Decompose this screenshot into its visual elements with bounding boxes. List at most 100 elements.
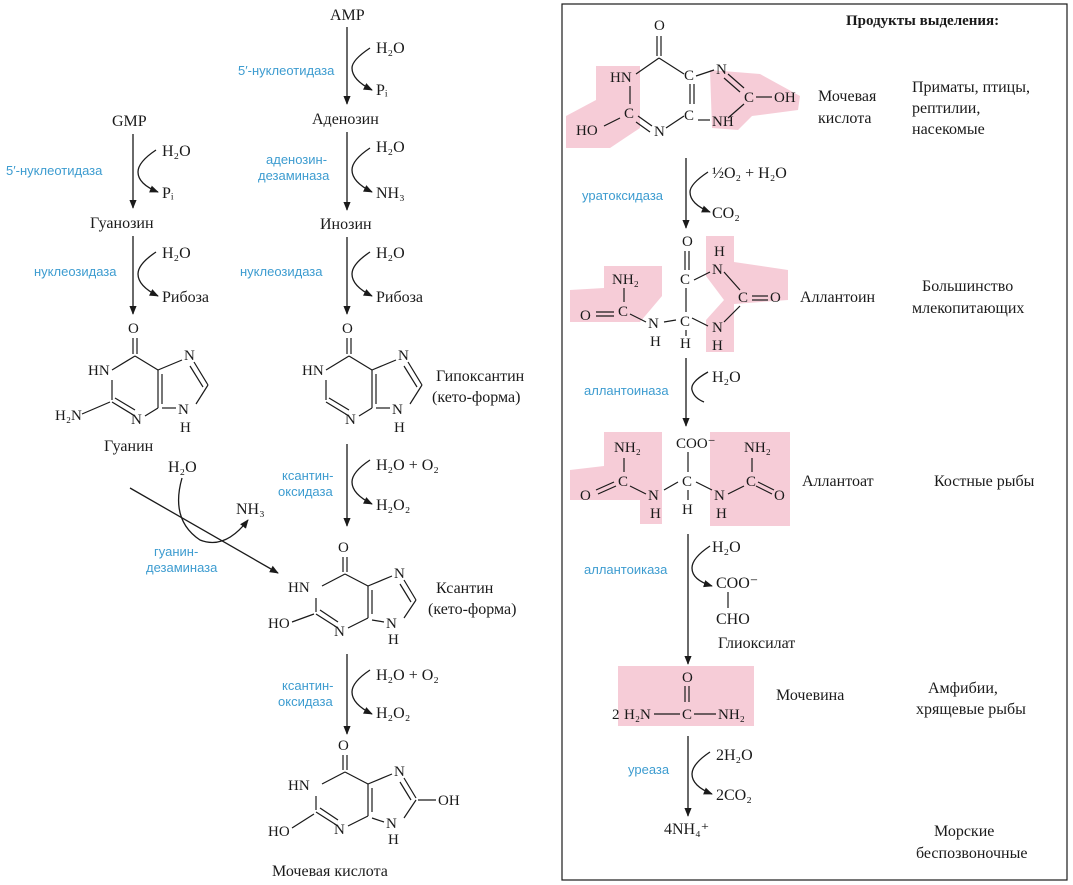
h2o-3: H₂O — [376, 245, 405, 262]
svg-text:N: N — [398, 348, 409, 364]
svg-text:O: O — [682, 234, 693, 250]
h2o2-2: H₂O₂ — [376, 705, 410, 722]
svg-text:H: H — [394, 420, 405, 436]
svg-text:C: C — [618, 474, 628, 490]
organisms-2b: млекопитающих — [912, 300, 1024, 317]
enzyme-nucleosidase-b: нуклеозидаза — [34, 264, 117, 279]
uric-acid-label-2: кислота — [818, 110, 872, 127]
pi-1: Pᵢ — [376, 82, 388, 99]
allantoate-structure: COO⁻ C H N H C NH₂ O N H C NH₂ O — [580, 436, 785, 522]
svg-text:OH: OH — [774, 90, 796, 106]
side-arrow-11 — [691, 545, 713, 588]
highlight-allantoate-2 — [710, 432, 790, 526]
guanosine-label: Гуанозин — [90, 215, 154, 232]
svg-text:N: N — [654, 124, 665, 140]
organisms-1b: рептилии, — [912, 100, 980, 117]
svg-text:HN: HN — [288, 580, 310, 596]
side-arrow-6 — [351, 459, 373, 505]
cho-glyoxylate: CHO — [716, 611, 750, 628]
svg-text:N: N — [131, 412, 142, 428]
h2o-o2-2: H₂O + O₂ — [376, 667, 439, 684]
pi-2: Pᵢ — [162, 185, 174, 202]
svg-text:N: N — [334, 624, 345, 640]
enzyme-guanine-deaminase-2: дезаминаза — [146, 560, 218, 575]
enzyme-xanthine-oxidase-1a: ксантин- — [282, 468, 333, 483]
svg-text:NH: NH — [712, 114, 734, 130]
svg-text:N: N — [712, 320, 723, 336]
svg-text:C: C — [738, 290, 748, 306]
organisms-1c: насекомые — [912, 121, 985, 138]
svg-text:N: N — [716, 62, 727, 78]
uric-acid-label-left: Мочевая кислота — [272, 863, 388, 880]
enzyme-adenosine-deaminase-2: дезаминаза — [258, 168, 330, 183]
half-o2-h2o: ½O₂ + H₂O — [712, 165, 787, 182]
h2o-o2-1: H₂O + O₂ — [376, 457, 439, 474]
allantoin-label: Аллантоин — [800, 289, 876, 306]
enzyme-nucleosidase-a: нуклеозидаза — [240, 264, 323, 279]
svg-text:H: H — [682, 502, 693, 518]
organisms-4b: хрящевые рыбы — [916, 701, 1026, 718]
panel-header: Продукты выделения: — [846, 13, 999, 29]
svg-text:OH: OH — [438, 793, 460, 809]
svg-text:HO: HO — [268, 824, 290, 840]
svg-text:C: C — [682, 707, 692, 723]
svg-text:N: N — [394, 764, 405, 780]
svg-text:HN: HN — [288, 778, 310, 794]
h2o-1: H₂O — [376, 40, 405, 57]
svg-text:H: H — [388, 832, 399, 848]
adenosine-label: Аденозин — [312, 111, 379, 128]
svg-text:O: O — [770, 290, 781, 306]
svg-text:N: N — [648, 316, 659, 332]
highlight-urea — [618, 666, 754, 726]
svg-text:NH₂: NH₂ — [718, 707, 745, 723]
svg-text:N: N — [184, 348, 195, 364]
svg-text:C: C — [682, 474, 692, 490]
nh3-2: NH₃ — [236, 501, 265, 518]
highlight-allantoin-2 — [706, 236, 788, 352]
svg-text:H: H — [388, 632, 399, 648]
svg-text:N: N — [712, 262, 723, 278]
svg-text:C: C — [624, 106, 634, 122]
hypoxanthine-label-2: (кето-форма) — [432, 389, 520, 406]
organisms-5b: беспозвоночные — [916, 845, 1027, 862]
svg-text:C: C — [744, 90, 754, 106]
svg-text:O: O — [682, 670, 693, 686]
highlight-allantoate-1 — [570, 432, 662, 524]
h2o-4: H₂O — [162, 143, 191, 160]
uric-acid-structure-right: O HN C HO N C C N C OH NH — [576, 18, 796, 140]
svg-text:O: O — [654, 18, 665, 34]
svg-text:NH₂: NH₂ — [614, 440, 641, 456]
svg-text:H: H — [712, 338, 723, 354]
enzyme-adenosine-deaminase-1: аденозин- — [266, 152, 327, 167]
svg-text:N: N — [648, 488, 659, 504]
svg-text:N: N — [178, 402, 189, 418]
nh3-1: NH₃ — [376, 185, 405, 202]
svg-text:H₂N: H₂N — [624, 707, 651, 723]
organisms-2a: Большинство — [922, 278, 1013, 295]
enzyme-allantoicase: аллантоиказа — [584, 562, 668, 577]
highlight-allantoin-1 — [570, 266, 662, 322]
side-arrow-10 — [691, 371, 709, 403]
svg-text:N: N — [334, 822, 345, 838]
enzyme-urease: уреаза — [628, 762, 670, 777]
enzyme-5nucleotidase-a: 5′-нуклеотидаза — [238, 63, 335, 78]
svg-text:H₂N: H₂N — [55, 408, 82, 424]
svg-text:C: C — [680, 272, 690, 288]
enzyme-5nucleotidase-b: 5′-нуклеотидаза — [6, 163, 103, 178]
urea-label: Мочевина — [776, 687, 844, 704]
svg-text:NH₂: NH₂ — [612, 272, 639, 288]
gmp-label: GMP — [112, 113, 147, 130]
side-arrow-8 — [351, 669, 373, 715]
urea-coefficient: 2 — [612, 707, 620, 723]
svg-text:C: C — [680, 314, 690, 330]
svg-text:O: O — [342, 321, 353, 337]
xanthine-label-2: (кето-форма) — [428, 601, 516, 618]
hypoxanthine-structure: O HN N N N H — [302, 321, 423, 436]
ribose-2: Рибоза — [162, 289, 209, 306]
amp-label: AMP — [330, 7, 365, 24]
guanine-label: Гуанин — [104, 438, 154, 455]
two-h2o: 2H₂O — [716, 747, 753, 764]
side-arrow-12 — [691, 751, 713, 795]
side-arrow-1 — [351, 47, 373, 91]
svg-text:C: C — [684, 68, 694, 84]
